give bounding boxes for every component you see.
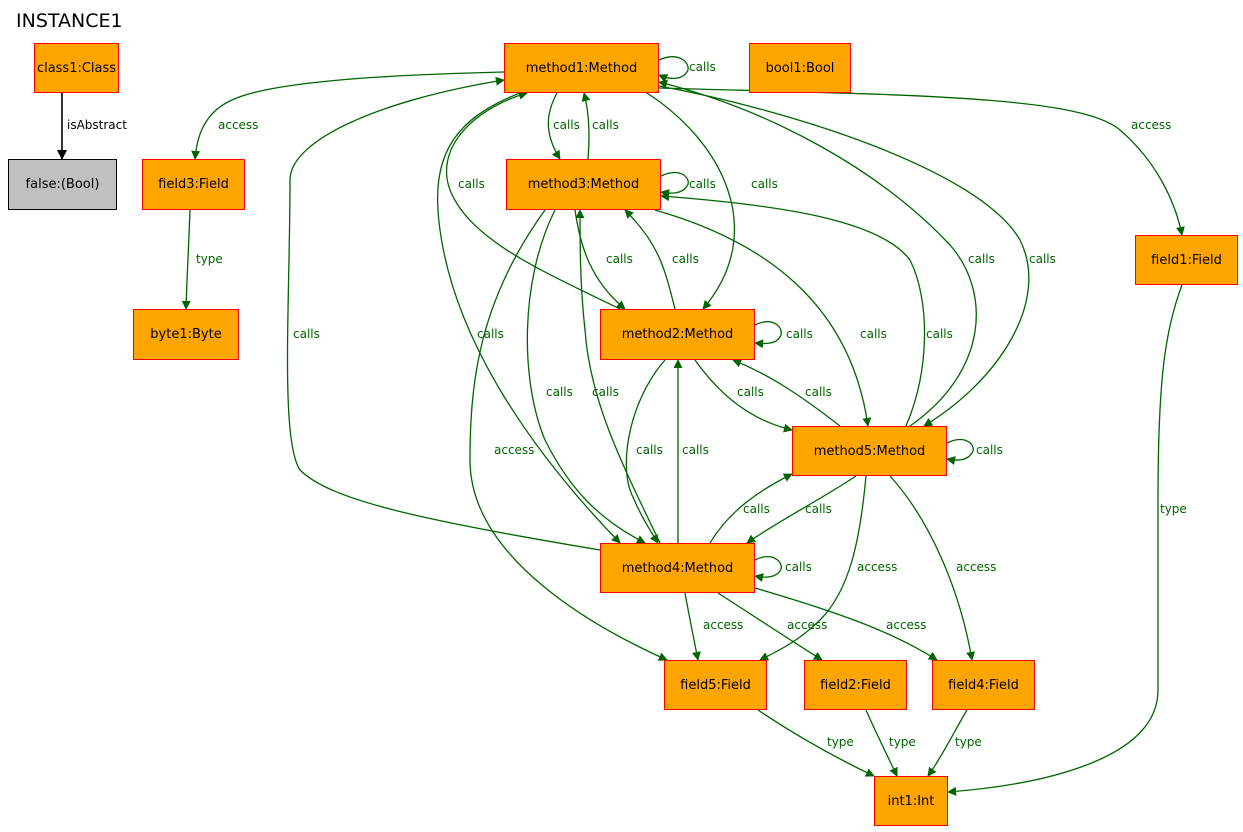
edge-label-method1-to-field1: access xyxy=(1131,118,1171,132)
node-false: false:(Bool) xyxy=(8,159,117,210)
edge-field5-to-int1 xyxy=(757,709,875,777)
edge-label-method5-to-method3: calls xyxy=(926,327,953,341)
edge-method2-to-method1 xyxy=(445,91,621,310)
edge-label-method5-to-field4: access xyxy=(956,560,996,574)
edge-method5-to-method4 xyxy=(746,475,857,544)
edge-label-method4-to-method2: calls xyxy=(682,443,709,457)
edge-method5-to-field5 xyxy=(759,475,867,661)
edge-field1-to-int1 xyxy=(947,284,1183,796)
edge-label-method1-to-method4: calls xyxy=(477,327,504,341)
edge-label-method3-to-method3: calls xyxy=(689,177,716,191)
edge-label-method4-to-field5: access xyxy=(703,618,743,632)
edge-label-method2-to-method5: calls xyxy=(737,385,764,399)
node-field2: field2:Field xyxy=(804,660,907,710)
edge-method5-to-method5 xyxy=(946,438,974,465)
diagram-title: INSTANCE1 xyxy=(16,10,123,32)
edge-label-method4-to-field4: access xyxy=(886,618,926,632)
node-method1: method1:Method xyxy=(504,43,659,93)
edge-label-method3-to-method4: calls xyxy=(546,385,573,399)
edge-method4-to-method3 xyxy=(575,209,661,544)
edge-method3-to-method2 xyxy=(574,209,626,310)
edge-label-method1-to-method1: calls xyxy=(689,60,716,74)
edge-label-method1-to-method3: calls xyxy=(553,118,580,132)
edge-method2-to-method2 xyxy=(754,321,782,349)
edge-label-method4-to-method1: calls xyxy=(293,327,320,341)
edge-label-method5-to-method4: calls xyxy=(805,502,832,516)
edge-method4-to-method4 xyxy=(754,556,782,582)
edge-method5-to-method2 xyxy=(732,358,841,427)
node-bool1: bool1:Bool xyxy=(749,43,851,93)
edge-label-field1-to-int1: type xyxy=(1160,502,1187,516)
edge-method3-to-method5 xyxy=(654,209,872,427)
node-int1: int1:Int xyxy=(874,776,948,826)
edge-label-method2-to-method3: calls xyxy=(672,252,699,266)
edge-method4-to-field2 xyxy=(717,592,823,661)
edge-method3-to-field5 xyxy=(469,209,668,661)
edge-label-method1-to-method5: calls xyxy=(1029,252,1056,266)
edge-field4-to-int1 xyxy=(927,709,968,777)
edge-label-method1-to-field3: access xyxy=(218,118,258,132)
edge-label-method5-to-field5: access xyxy=(857,560,897,574)
edge-label-field5-to-int1: type xyxy=(827,735,854,749)
edge-method1-to-method4 xyxy=(436,92,621,544)
edge-field2-to-int1 xyxy=(865,709,898,777)
edge-method5-to-method3 xyxy=(660,192,926,427)
edge-label-field2-to-int1: type xyxy=(889,735,916,749)
edge-method5-to-method1 xyxy=(658,79,977,427)
edge-method1-to-field1 xyxy=(658,87,1185,236)
edge-label-method3-to-method1: calls xyxy=(592,118,619,132)
edge-label-field3-to-byte1: type xyxy=(196,252,223,266)
edge-label-method2-to-method2: calls xyxy=(786,327,813,341)
edge-method4-to-field5 xyxy=(684,592,701,661)
edge-label-method3-to-method2: calls xyxy=(606,252,633,266)
node-method3: method3:Method xyxy=(506,159,661,210)
edge-method1-to-method5 xyxy=(658,85,1030,427)
node-field5: field5:Field xyxy=(664,660,767,710)
edge-method1-to-method1 xyxy=(658,56,689,83)
edge-label-method5-to-method5: calls xyxy=(976,443,1003,457)
edge-method2-to-method5 xyxy=(694,359,793,433)
edge-label-method2-to-method4: calls xyxy=(636,443,663,457)
edge-label-method3-to-method5: calls xyxy=(860,327,887,341)
edge-label-method1-to-method2: calls xyxy=(751,177,778,191)
node-field4: field4:Field xyxy=(932,660,1035,710)
node-method4: method4:Method xyxy=(600,543,755,593)
edge-method3-to-method1 xyxy=(581,92,591,160)
node-method2: method2:Method xyxy=(600,309,755,360)
node-byte1: byte1:Byte xyxy=(133,309,239,360)
edge-method3-to-method4 xyxy=(526,209,646,544)
node-method5: method5:Method xyxy=(792,426,947,476)
edge-label-class1-to-false: isAbstract xyxy=(67,118,127,132)
node-field1: field1:Field xyxy=(1135,235,1238,285)
edge-label-method5-to-method1: calls xyxy=(968,252,995,266)
edge-method1-to-field3 xyxy=(191,71,505,160)
edge-method2-to-method3 xyxy=(624,209,676,310)
edge-label-method4-to-field2: access xyxy=(787,618,827,632)
edge-method5-to-field4 xyxy=(889,475,976,661)
edge-method1-to-method3 xyxy=(547,92,561,160)
edge-method4-to-field4 xyxy=(754,587,938,661)
edge-method4-to-method5 xyxy=(709,473,793,544)
edge-label-method5-to-method2: calls xyxy=(805,385,832,399)
node-field3: field3:Field xyxy=(142,159,245,210)
edge-method1-to-method2 xyxy=(646,92,736,310)
edge-field3-to-byte1 xyxy=(181,209,191,310)
node-class1: class1:Class xyxy=(34,43,119,93)
edge-label-method4-to-method3: calls xyxy=(592,385,619,399)
edge-label-method4-to-method4: calls xyxy=(785,560,812,574)
edge-method3-to-method3 xyxy=(660,171,689,198)
edge-method2-to-method4 xyxy=(625,359,666,544)
edge-label-method4-to-method5: calls xyxy=(743,502,770,516)
edge-method4-to-method1 xyxy=(286,76,601,551)
edge-label-field4-to-int1: type xyxy=(955,735,982,749)
edge-label-method3-to-field5: access xyxy=(494,443,534,457)
edge-label-method2-to-method1: calls xyxy=(458,177,485,191)
